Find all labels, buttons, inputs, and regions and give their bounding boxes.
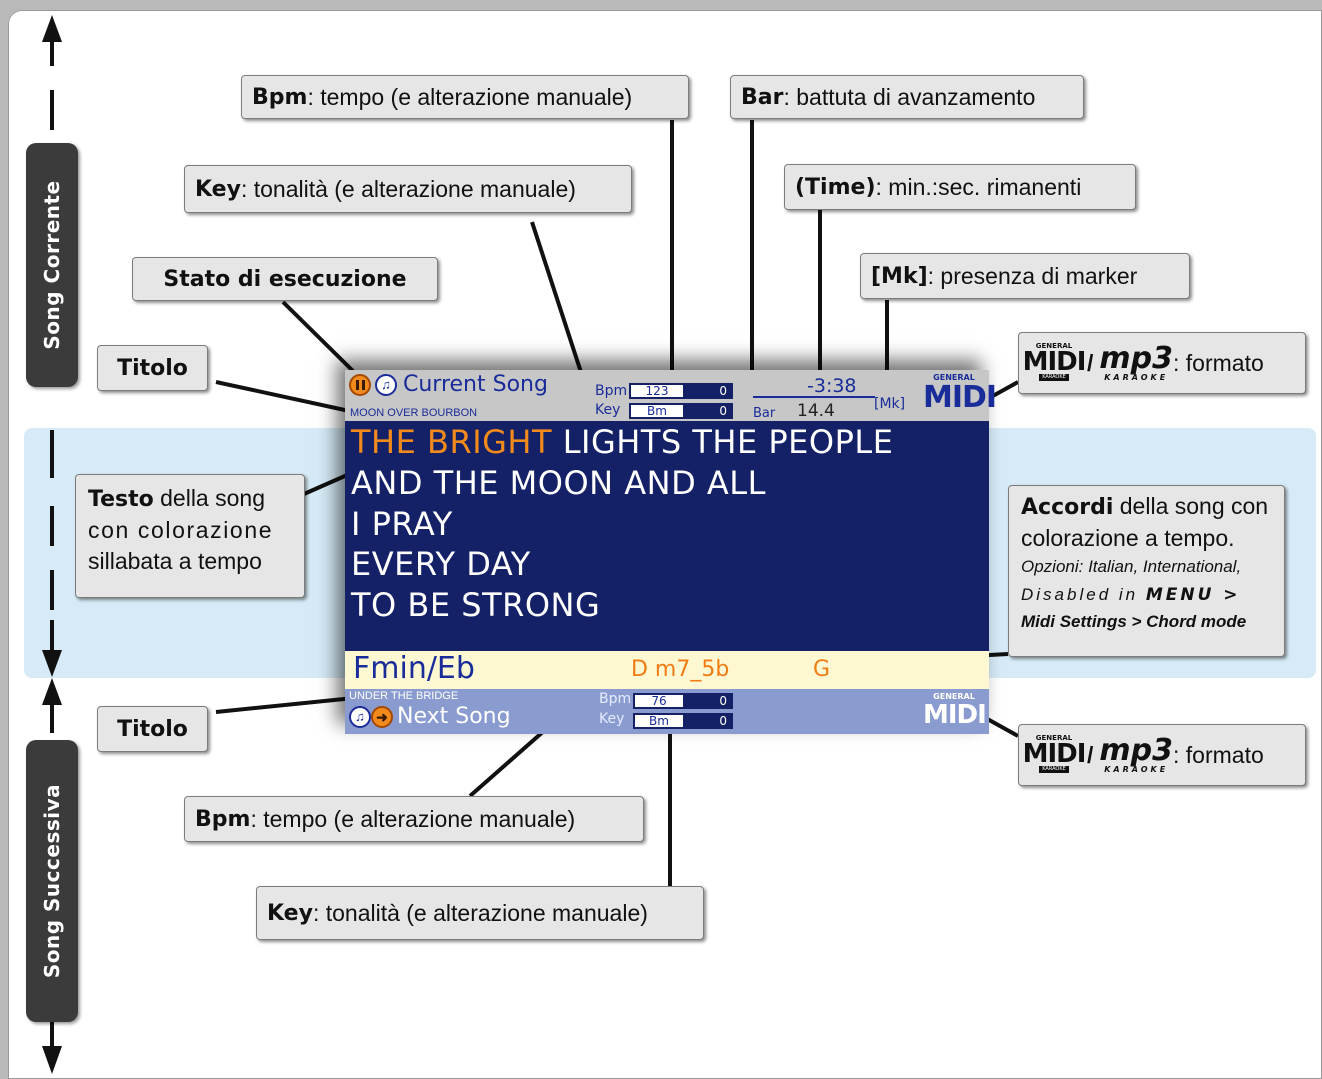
lyrics-area: THE BRIGHT LIGHTS THE PEOPLE AND THE MOO… xyxy=(345,421,989,651)
lyric-line-5: TO BE STRONG xyxy=(351,586,601,624)
bpm-callout-bottom: Bpm: tempo (e alterazione manuale) xyxy=(184,796,644,842)
current-song-header: ♫ Current Song MOON OVER BOURBON Bpm 123… xyxy=(345,370,997,421)
side-arrows xyxy=(42,15,62,1074)
time-remaining: -3:38 xyxy=(807,375,857,397)
next-bpm-offset: 0 xyxy=(719,694,727,708)
current-song-heading: Current Song xyxy=(403,372,548,397)
testo-callout: Testo della song con colorazione sillaba… xyxy=(75,474,305,598)
bar-value: 14.4 xyxy=(797,401,835,421)
lyric-line-2: AND THE MOON AND ALL xyxy=(351,464,766,502)
chords-bar: Fmin/Eb D m7_5b G xyxy=(345,651,989,689)
next-key-value: Bm xyxy=(635,714,683,728)
mp3-karaoke-logo: mp3 KARAOKE xyxy=(1099,341,1173,382)
next-song-heading: Next Song xyxy=(397,704,511,729)
lyric-line-3: I PRAY xyxy=(351,505,453,543)
current-song-side-label: Song Corrente xyxy=(26,143,78,387)
accordi-callout: Accordi della song con colorazione a tem… xyxy=(1008,485,1285,657)
next-song-side-label: Song Successiva xyxy=(26,740,78,1022)
general-midi-karaoke-logo: GENERAL MIDI KARAOKE xyxy=(1022,734,1086,773)
lyric-line-4: EVERY DAY xyxy=(351,545,531,583)
next-key-field[interactable]: Bm 0 xyxy=(633,713,733,729)
stato-callout: Stato di esecuzione xyxy=(132,257,438,301)
next-key-label: Key xyxy=(599,711,625,727)
bpm-label: Bpm xyxy=(595,383,628,399)
pause-icon[interactable] xyxy=(349,374,371,396)
titolo-callout-top: Titolo xyxy=(97,345,208,391)
page-frame: Song Corrente Song Successiva Bpm: tempo… xyxy=(8,10,1322,1079)
forward-arrow-icon[interactable]: ➜ xyxy=(371,706,393,728)
bar-callout: Bar: battuta di avanzamento xyxy=(730,75,1084,119)
key-callout-bottom: Key: tonalità (e alterazione manuale) xyxy=(256,886,704,940)
time-callout: (Time): min.:sec. rimanenti xyxy=(784,164,1136,210)
marker-callout: [Mk]: presenza di marker xyxy=(860,253,1190,299)
general-midi-karaoke-logo: GENERAL MIDI KARAOKE xyxy=(1022,342,1086,381)
next-bpm-label: Bpm xyxy=(599,691,632,707)
formato-callout-top: GENERAL MIDI KARAOKE / mp3 KARAOKE : for… xyxy=(1018,332,1306,394)
karaoke-display: ♫ Current Song MOON OVER BOURBON Bpm 123… xyxy=(345,370,997,734)
next-song-title: UNDER THE BRIDGE xyxy=(349,690,459,702)
lyric-sung-part: THE BRIGHT xyxy=(351,423,553,461)
marker-indicator: [Mk] xyxy=(874,396,906,412)
progress-line xyxy=(753,396,875,398)
next-bpm-value: 76 xyxy=(635,694,683,708)
titolo-callout-bottom: Titolo xyxy=(97,706,208,752)
arrow-down-icon xyxy=(42,650,62,677)
arrow-up-icon xyxy=(42,15,62,42)
next-song-panel: UNDER THE BRIDGE ♫ ➜ Next Song Bpm 76 0 … xyxy=(345,689,989,734)
arrow-down-icon xyxy=(42,1046,62,1074)
music-note-icon: ♫ xyxy=(375,374,397,396)
bpm-callout-top: Bpm: tempo (e alterazione manuale) xyxy=(241,75,689,119)
key-field[interactable]: Bm 0 xyxy=(629,403,733,419)
next-chord-2: G xyxy=(813,657,831,682)
current-chord: Fmin/Eb xyxy=(353,651,475,686)
music-note-icon: ♫ xyxy=(349,706,371,728)
bpm-value: 123 xyxy=(631,384,683,398)
current-song-title: MOON OVER BOURBON xyxy=(350,407,478,419)
key-callout-top: Key: tonalità (e alterazione manuale) xyxy=(184,165,632,213)
key-label: Key xyxy=(595,402,621,418)
arrow-up-icon xyxy=(42,678,62,705)
next-bpm-field[interactable]: 76 0 xyxy=(633,693,733,709)
bpm-offset: 0 xyxy=(719,384,727,398)
formato-callout-bottom: GENERAL MIDI KARAOKE / mp3 KARAOKE : for… xyxy=(1018,724,1306,786)
general-midi-logo: GENERAL MIDI xyxy=(923,373,997,415)
next-key-offset: 0 xyxy=(719,714,727,728)
key-offset: 0 xyxy=(719,404,727,418)
mp3-karaoke-logo: mp3 KARAOKE xyxy=(1099,733,1173,774)
bpm-field[interactable]: 123 0 xyxy=(629,383,733,399)
key-value: Bm xyxy=(631,404,683,418)
next-chord-1: D m7_5b xyxy=(631,657,730,682)
bar-label: Bar xyxy=(753,406,776,421)
lyric-line-1: THE BRIGHT LIGHTS THE PEOPLE xyxy=(351,423,894,461)
general-midi-logo: GENERAL MIDI xyxy=(923,692,987,730)
